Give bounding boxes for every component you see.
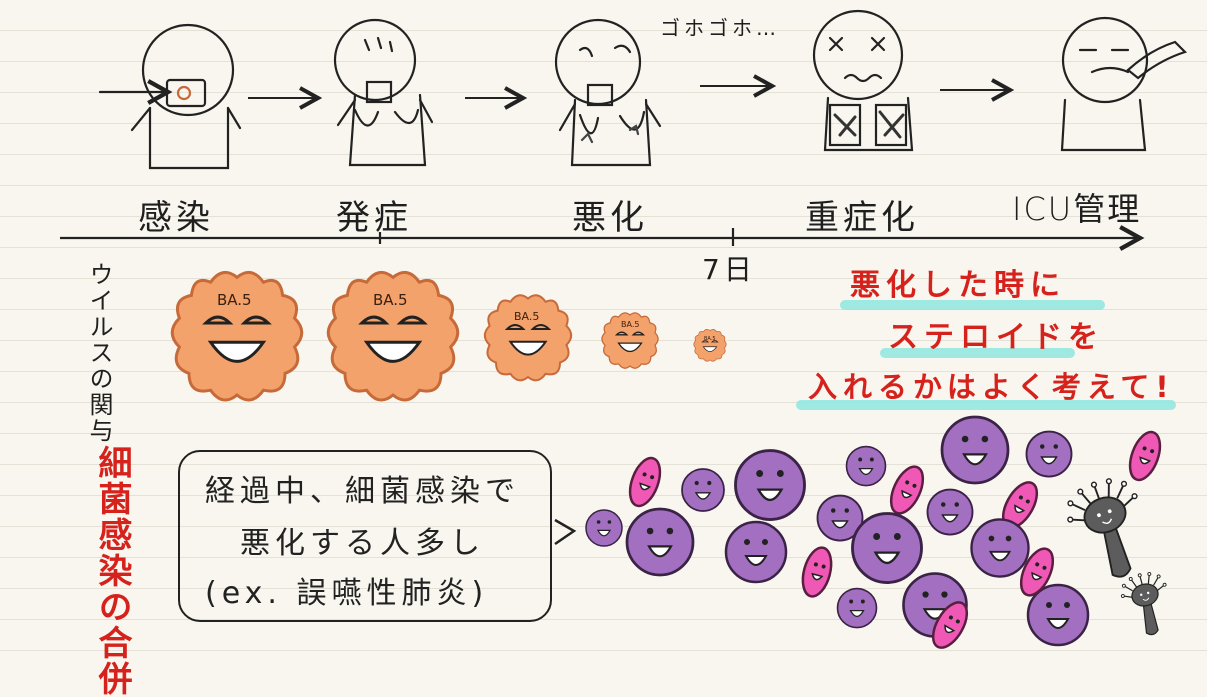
purple-cell (845, 445, 887, 487)
note-highlight-3 (796, 400, 1176, 410)
stage-label-severe: 重症化 (805, 198, 919, 238)
stage-label-onset: 発症 (336, 198, 412, 238)
virus-3 (483, 294, 573, 382)
pink-cell (1122, 426, 1168, 486)
purple-cell (851, 512, 923, 584)
pink-cell (883, 460, 931, 520)
bacteria-note-box (178, 450, 552, 622)
note-highlight-2 (880, 348, 1075, 358)
fungus-cell (1116, 567, 1179, 641)
timeline-axis (60, 228, 1140, 246)
virus-3-label: BA.5 (514, 310, 540, 323)
pink-cell (622, 452, 668, 512)
purple-cell (1025, 430, 1073, 478)
steroid-note-line-2: ステロイドを (888, 320, 1104, 355)
purple-cell (724, 520, 788, 584)
stage-arrows (248, 86, 1010, 98)
stage-figure-severe (812, 9, 914, 152)
purple-cell (836, 587, 878, 629)
virus-5-label: BA.5 (704, 336, 716, 342)
stage-label-worsening: 悪化 (572, 198, 648, 238)
steroid-note-line-1: 悪化した時に (850, 268, 1066, 303)
purple-cell (585, 509, 623, 547)
day-marker-label: 7日 (702, 253, 756, 286)
virus-2-label: BA.5 (373, 291, 408, 309)
purple-cell (734, 449, 806, 521)
pink-cell (796, 543, 838, 601)
virus-5 (693, 328, 727, 362)
note-highlight-1 (840, 300, 1105, 310)
virus-4-label: BA.5 (621, 320, 640, 329)
bacteria-note-line-1: 経過中、細菌感染で (205, 474, 520, 509)
bacteria-note-line-2: 悪化する人多し (240, 526, 485, 561)
purple-cell (625, 507, 695, 577)
stage-figure-infection (98, 23, 242, 170)
stage-label-icu: ICU管理 (1012, 190, 1142, 228)
virus-row-label: ウイルスの関与 (85, 262, 113, 444)
box-pointer (554, 518, 577, 546)
stage-figure-icu (1060, 16, 1188, 152)
stage-figure-worsening (554, 18, 662, 167)
bacteria-note-line-3: (ex. 誤嚥性肺炎) (205, 576, 489, 611)
illustration-canvas (60, 9, 1188, 655)
purple-cell (940, 415, 1010, 485)
purple-cell (970, 518, 1030, 578)
steroid-note-line-3: 入れるかはよく考えて! (808, 370, 1175, 404)
bacteria-cluster (585, 415, 1179, 655)
virus-sequence (170, 270, 727, 402)
bacteria-label-main: 細菌感染の合併 (88, 445, 137, 697)
bacteria-label-text: 細菌感染の合併 (92, 445, 132, 697)
stage-label-infection: 感染 (138, 198, 214, 238)
fungus-cell (1057, 468, 1163, 589)
purple-cell (681, 468, 725, 512)
cough-sound: ゴホゴホ… (660, 16, 780, 40)
virus-1-label: BA.5 (217, 291, 252, 309)
stage-figure-onset (333, 18, 434, 167)
purple-cell (926, 488, 974, 536)
